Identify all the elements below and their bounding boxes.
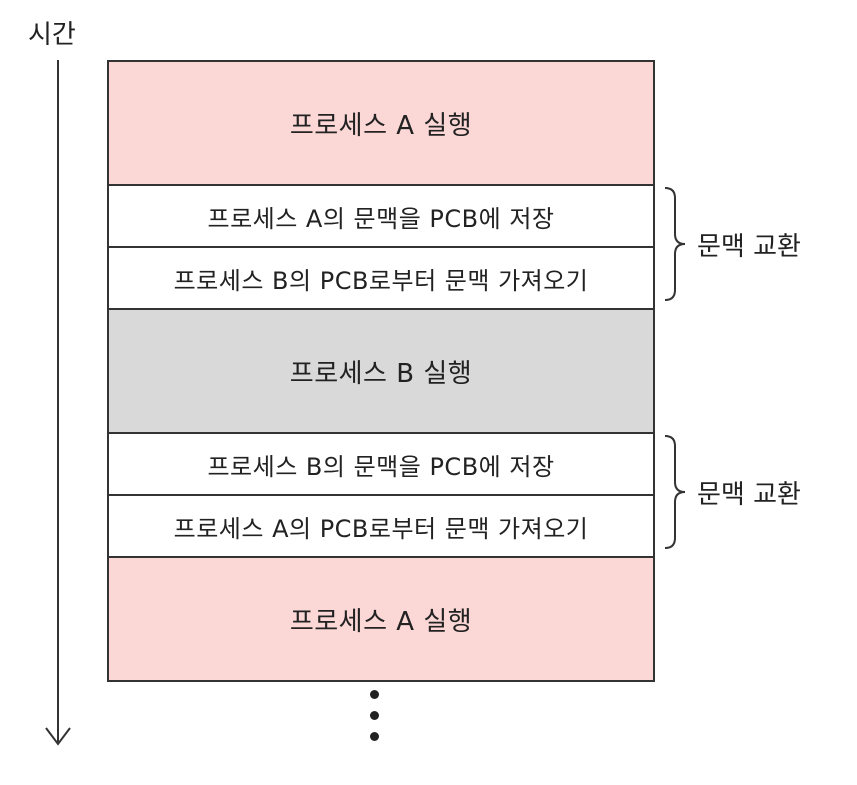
block-label: 프로세스 B의 문맥을 PCB에 저장 [207, 452, 555, 481]
brace-label: 문맥 교환 [697, 231, 801, 262]
context-switch-brace: 문맥 교환 [663, 186, 801, 302]
curly-brace-icon [664, 187, 686, 301]
time-label: 시간 [28, 20, 76, 50]
continuation-ellipsis-icon [370, 690, 382, 753]
load-context-block: 프로세스 B의 PCB로부터 문맥 가져오기 [109, 248, 653, 310]
block-label: 프로세스 B의 PCB로부터 문맥 가져오기 [173, 266, 589, 295]
process-a-run-block: 프로세스 A 실행 [109, 62, 653, 186]
arrow-head-icon [45, 727, 71, 746]
load-context-block: 프로세스 A의 PCB로부터 문맥 가져오기 [109, 496, 653, 558]
save-context-block: 프로세스 B의 문맥을 PCB에 저장 [109, 434, 653, 496]
save-context-block: 프로세스 A의 문맥을 PCB에 저장 [109, 186, 653, 248]
block-label: 프로세스 A 실행 [289, 110, 473, 141]
block-label: 프로세스 A의 문맥을 PCB에 저장 [207, 204, 555, 233]
block-label: 프로세스 B 실행 [289, 358, 473, 389]
process-timeline: 프로세스 A 실행 프로세스 A의 문맥을 PCB에 저장 프로세스 B의 PC… [107, 60, 655, 682]
block-label: 프로세스 A 실행 [289, 606, 473, 637]
process-a-run-block: 프로세스 A 실행 [109, 558, 653, 682]
curly-brace-icon [664, 435, 686, 549]
brace-label: 문맥 교환 [697, 479, 801, 510]
block-label: 프로세스 A의 PCB로부터 문맥 가져오기 [173, 514, 589, 543]
context-switch-brace: 문맥 교환 [663, 434, 801, 550]
process-b-run-block: 프로세스 B 실행 [109, 310, 653, 434]
